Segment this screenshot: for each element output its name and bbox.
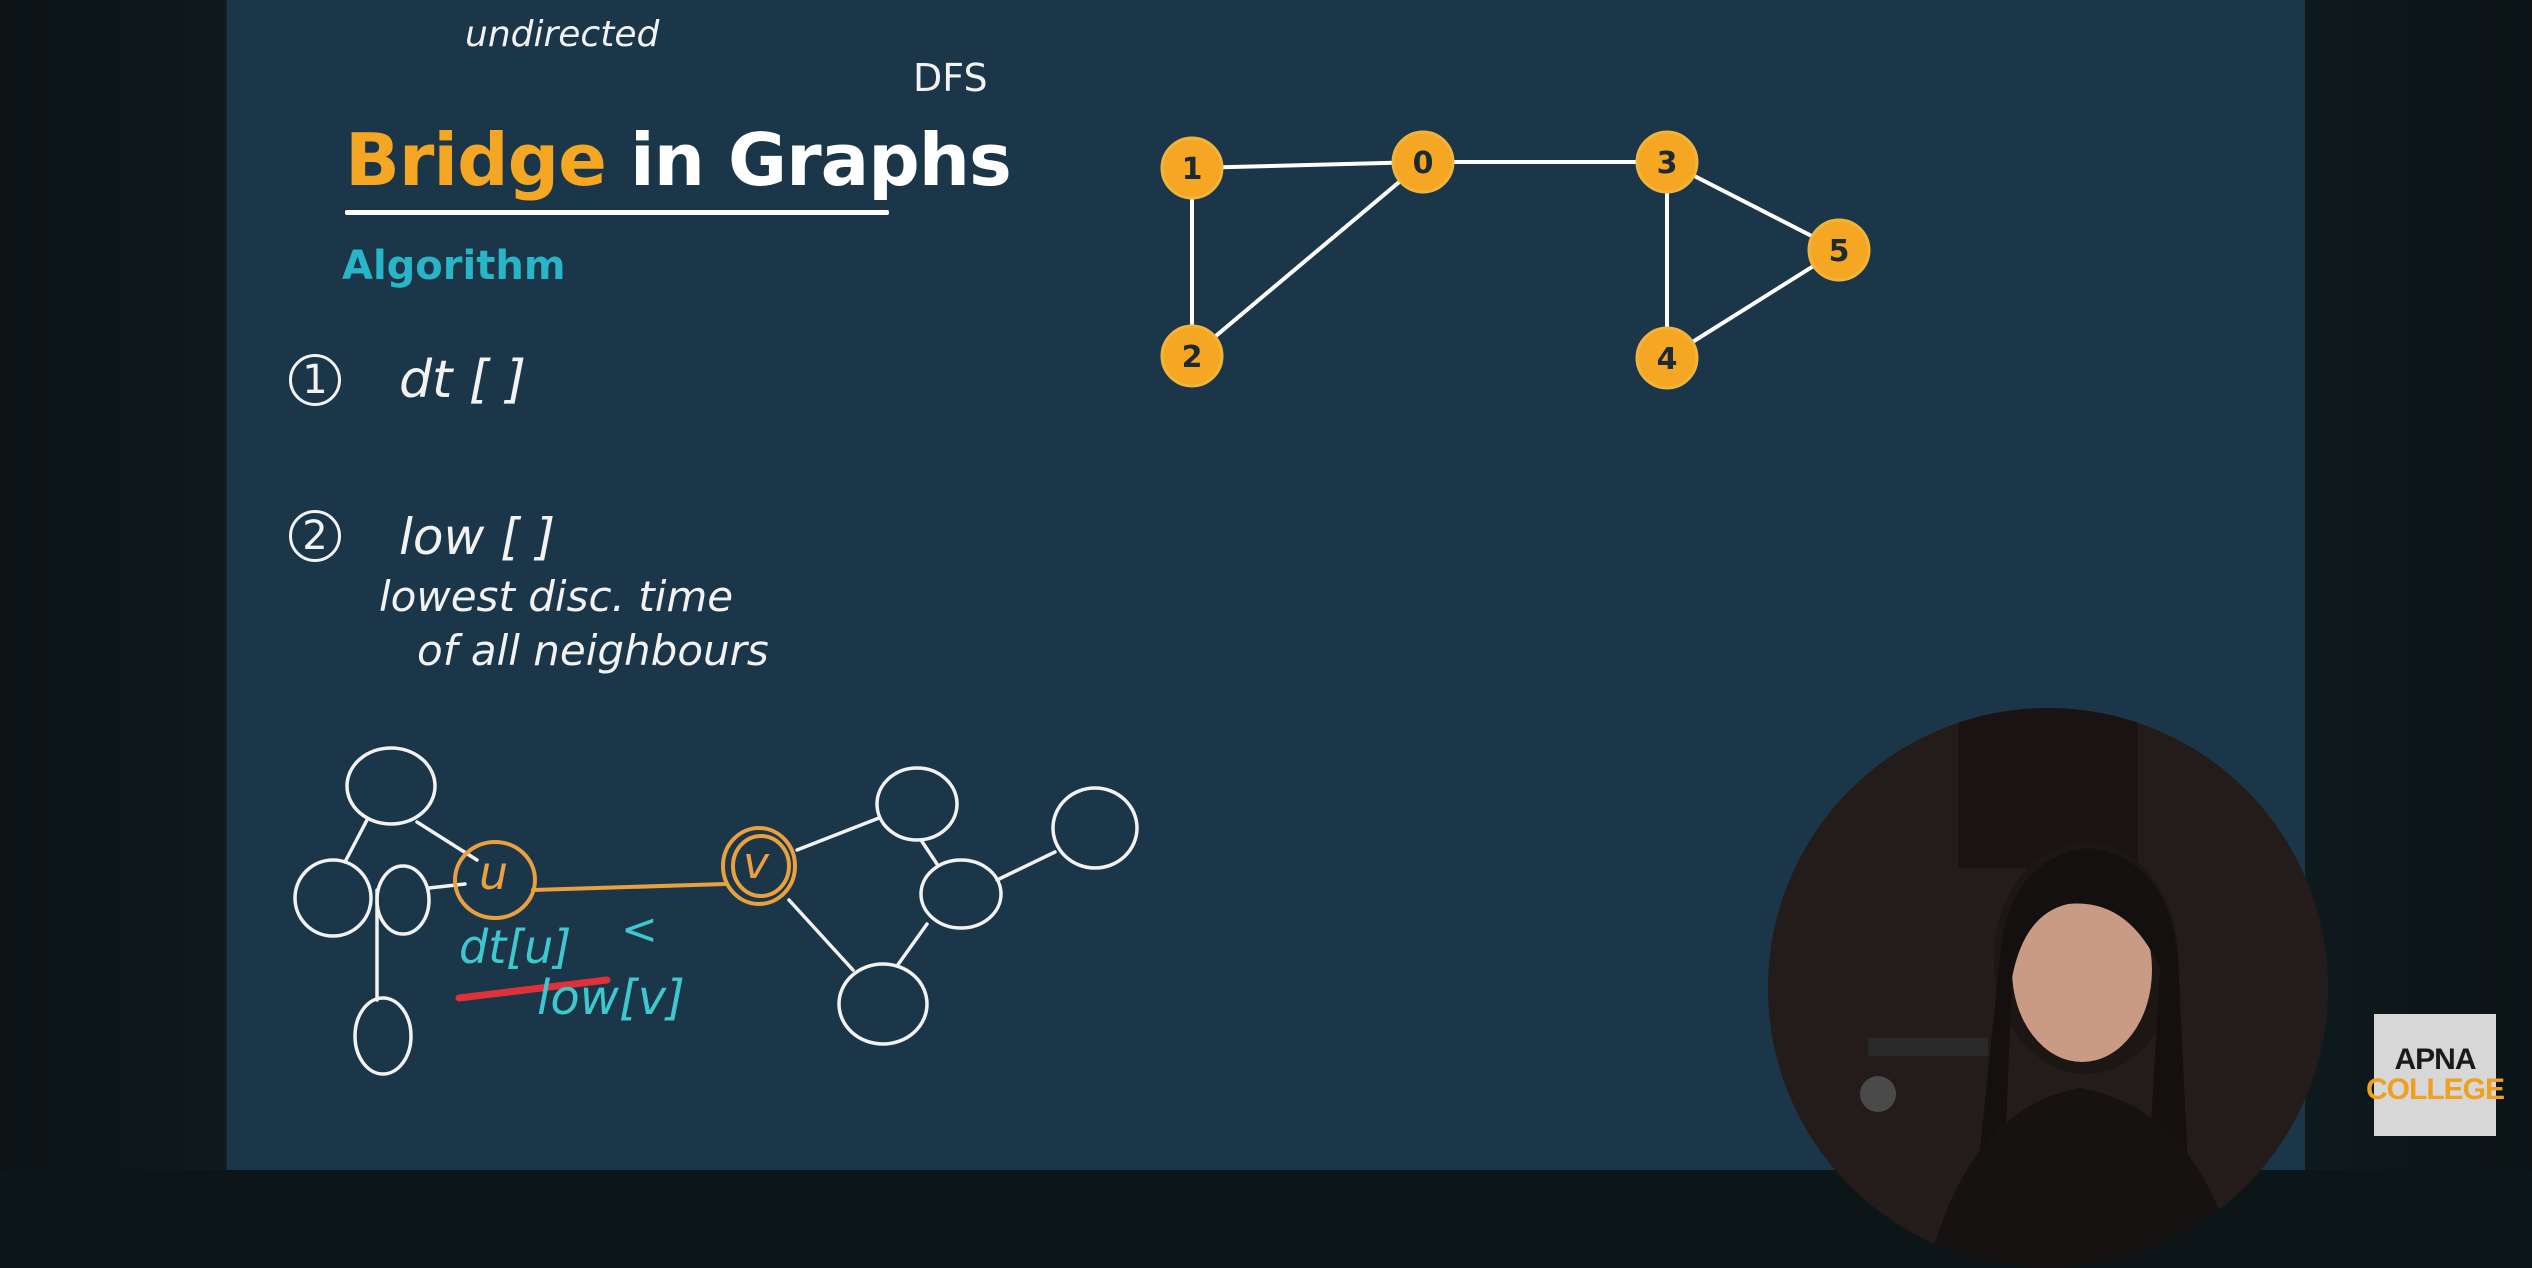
graph-node-3 bbox=[1635, 130, 1699, 194]
low-description-line1: lowest disc. time bbox=[379, 572, 734, 621]
sketch-node-left bbox=[293, 858, 373, 938]
graph-node-label-4: 4 bbox=[1657, 342, 1678, 377]
graph-node-label-5: 5 bbox=[1829, 234, 1850, 269]
graph-edge-4-5 bbox=[1665, 248, 1841, 360]
sketch-label-v: v bbox=[743, 838, 770, 889]
condition-right: low[v] bbox=[537, 970, 685, 1026]
annotation-undirected: undirected bbox=[465, 14, 660, 55]
apna-college-logo: APNA COLLEGE bbox=[2366, 1014, 2505, 1136]
logo-line1: APNA bbox=[2394, 1043, 2476, 1076]
graph-node-label-0: 0 bbox=[1413, 146, 1434, 181]
sketch-node-r4 bbox=[837, 962, 929, 1046]
sketch-label-u: u bbox=[479, 846, 509, 900]
condition-operator: < bbox=[621, 904, 658, 955]
title-underline bbox=[345, 210, 889, 215]
lecture-slide: Bridge in Graphs Algorithm undirected DF… bbox=[227, 0, 2305, 1170]
title-highlight: Bridge bbox=[345, 118, 607, 202]
graph-edge-2-0 bbox=[1190, 160, 1425, 358]
graph-node-4 bbox=[1635, 326, 1699, 390]
slide-subtitle: Algorithm bbox=[342, 243, 566, 289]
sketch-node-r3 bbox=[1051, 786, 1139, 870]
sketch-node-bottom bbox=[353, 996, 413, 1076]
title-rest: in Graphs bbox=[605, 118, 1012, 202]
graph-node-2 bbox=[1160, 324, 1224, 388]
sketch-node-v bbox=[721, 826, 797, 906]
sketch-bridge-edge bbox=[531, 882, 727, 892]
condition-left: dt[u] bbox=[459, 920, 572, 974]
presenter-webcam bbox=[1768, 708, 2328, 1268]
step-2-text: low [ ] bbox=[399, 508, 556, 566]
red-highlight-underline bbox=[455, 976, 611, 1002]
graph-edge-1-0 bbox=[1191, 160, 1424, 170]
sketch-node-r2 bbox=[919, 858, 1003, 930]
graph-node-label-2: 2 bbox=[1182, 340, 1203, 375]
hand-drawn-bridge-sketch bbox=[293, 746, 1139, 1076]
logo-line2: COLLEGE bbox=[2366, 1073, 2505, 1106]
graph-edge-3-5 bbox=[1666, 160, 1840, 252]
sketch-node-r1 bbox=[875, 766, 959, 842]
example-graph: 1 0 3 5 2 4 bbox=[1160, 130, 1871, 390]
annotation-dfs: DFS bbox=[913, 56, 988, 100]
graph-node-1 bbox=[1160, 136, 1224, 200]
graph-node-label-3: 3 bbox=[1657, 146, 1678, 181]
graph-node-0 bbox=[1391, 130, 1455, 194]
step-2-number: 2 bbox=[289, 510, 341, 562]
sketch-node-top bbox=[345, 746, 437, 826]
slide-title: Bridge in Graphs bbox=[345, 118, 1012, 202]
graph-node-5 bbox=[1807, 218, 1871, 282]
graph-node-label-1: 1 bbox=[1182, 152, 1203, 187]
step-1-number: 1 bbox=[289, 354, 341, 406]
low-description-line2: of all neighbours bbox=[417, 626, 769, 675]
sketch-node-u bbox=[453, 840, 537, 920]
step-1-text: dt [ ] bbox=[399, 350, 527, 410]
presenter-image bbox=[1768, 708, 2328, 1268]
